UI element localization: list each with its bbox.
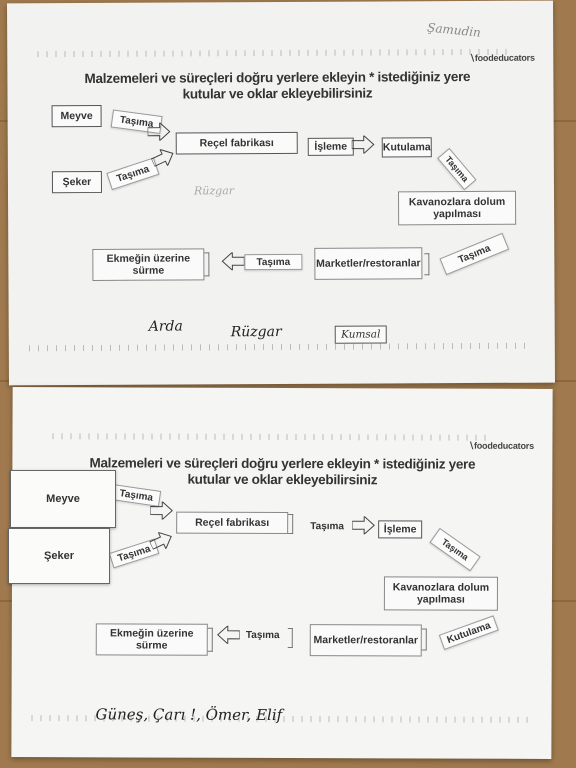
tasima-label-2: Taşıma (106, 157, 160, 191)
tasima-label-5: Taşıma (244, 253, 303, 271)
bracket (287, 628, 293, 649)
tasima-label-4: Taşıma (429, 527, 481, 572)
top-worksheet: Şamudin ∖foodeducators Malzemeleri ve sü… (7, 0, 555, 386)
tasima-label-5: Taşıma (245, 629, 280, 641)
arrow-icon (217, 625, 240, 644)
kavanoz-dolum-box: Kavanozlara dolum yapılması (397, 190, 517, 226)
recel-fabrikasi-box: Reçel fabrikası (176, 511, 289, 535)
scribble-top: Şamudin (426, 20, 482, 40)
faint-name: Rüzgar (193, 184, 235, 198)
ekmek-box: Ekmeğin üzerine sürme (95, 623, 208, 656)
bracket (424, 253, 430, 276)
student-names: Güneş, Çarı !, Ömer, Elif (95, 705, 283, 725)
kutulama-label: Kutulama (438, 615, 499, 651)
student-name-2: Rüzgar (230, 323, 282, 341)
bottom-worksheet: ∖foodeducators Malzemeleri ve süreçleri … (11, 387, 553, 759)
isleme-box: İşleme (307, 137, 354, 156)
arrow-icon (352, 516, 375, 535)
bracket (421, 628, 427, 651)
bracket (204, 252, 210, 277)
bracket (288, 514, 294, 535)
dash-row (52, 433, 493, 441)
dash-row (37, 48, 508, 58)
worksheet-title: Malzemeleri ve süreçleri doğru yerlere e… (84, 69, 471, 102)
seker-box: Şeker (51, 170, 102, 194)
meyve-box: Meyve (51, 104, 102, 128)
arrow-icon (221, 252, 245, 271)
brand-logo: ∖foodeducators (469, 52, 535, 64)
tasima-label-3: Taşıma (437, 147, 477, 191)
seker-card: Şeker (8, 528, 110, 584)
tasima-label-4: Taşıma (439, 232, 510, 276)
recel-fabrikasi-box: Reçel fabrikası (175, 131, 298, 155)
student-name-3: Kumsal (334, 325, 387, 344)
kavanoz-dolum-box: Kavanozlara dolum yapılması (383, 576, 498, 611)
bracket (207, 627, 213, 652)
dash-row (28, 342, 529, 352)
student-name-1: Arda (148, 318, 183, 335)
arrow-icon (148, 531, 172, 550)
kutulama-box: Kutulama (381, 137, 432, 158)
arrow-icon (147, 122, 171, 141)
meyve-card: Meyve (10, 470, 116, 528)
marketler-box: Marketler/restoranlar (309, 624, 422, 657)
arrow-icon (150, 148, 174, 168)
marketler-box: Marketler/restoranlar (314, 247, 423, 280)
arrow-icon (150, 501, 173, 520)
brand-logo: ∖foodeducators (468, 440, 534, 451)
arrow-icon (351, 135, 375, 154)
tasima-label-3: Taşıma (310, 520, 345, 532)
ekmek-box: Ekmeğin üzerine sürme (92, 248, 205, 281)
isleme-box: İşleme (378, 520, 423, 539)
